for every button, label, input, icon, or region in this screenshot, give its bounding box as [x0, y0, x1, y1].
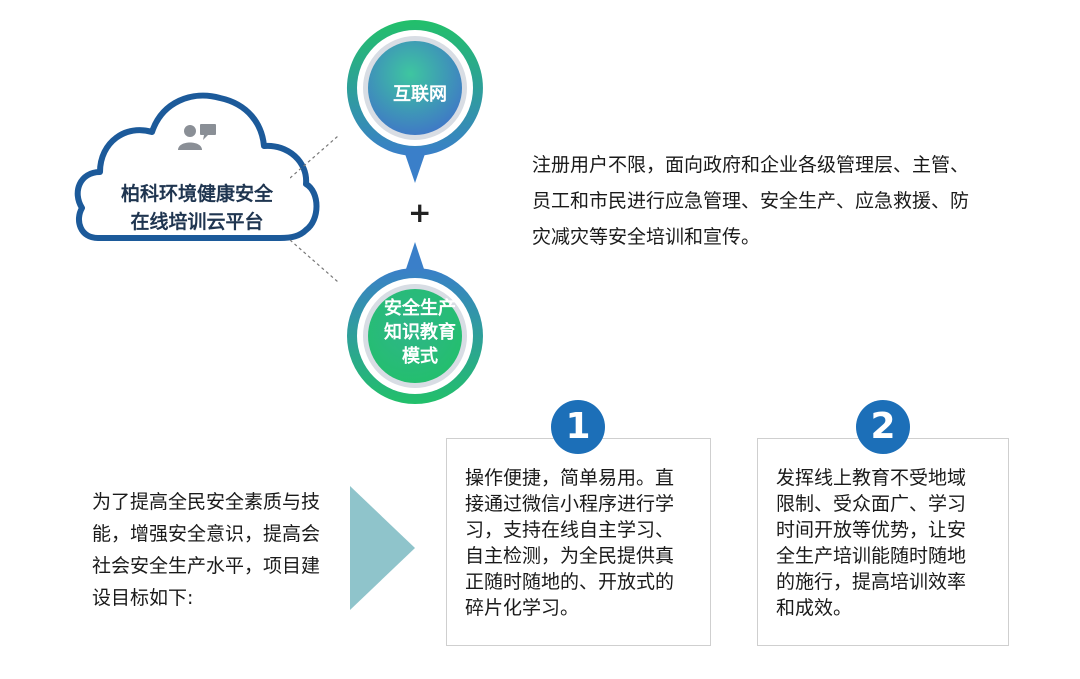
goal-1-line: 习，支持在线自主学习、 [465, 519, 675, 541]
goal-box-2: 发挥线上教育不受地域 限制、受众面广、学习 时间开放等优势，让安 全生产培训能随… [757, 438, 1009, 646]
goal-2-line: 限制、受众面广、学习 [776, 493, 967, 515]
internet-circle [346, 20, 483, 183]
cloud-title-line2: 在线培训云平台 [130, 211, 264, 233]
cloud-shape [74, 92, 320, 241]
goal-1-line: 自主检测，为全民提供真 [465, 545, 675, 567]
description-line: 员工和市民进行应急管理、安全生产、应急救援、防 [532, 190, 970, 212]
goal-box-1: 操作便捷，简单易用。直 接通过微信小程序进行学 习，支持在线自主学习、 自主检测… [446, 438, 711, 646]
safety-knowledge-circle [347, 242, 483, 404]
intro-line: 能，增强安全意识，提高会 [92, 523, 321, 545]
description-line: 灾减灾等安全培训和宣传。 [532, 226, 761, 248]
user-chat-icon [178, 124, 216, 150]
goal-1-line: 接通过微信小程序进行学 [465, 493, 675, 515]
right-arrow-icon [350, 486, 415, 610]
cloud-title: 柏科环境健康安全 在线培训云平台 [92, 180, 302, 236]
platform-description: 注册用户不限，面向政府和企业各级管理层、主管、 员工和市民进行应急管理、安全生产… [532, 147, 1022, 255]
goals-intro: 为了提高全民安全素质与技 能，增强安全意识，提高会 社会安全生产水平，项目建 设… [92, 486, 347, 614]
goal-2-line: 全生产培训能随时随地 [776, 545, 967, 567]
intro-line: 为了提高全民安全素质与技 [92, 491, 321, 513]
goal-1-line: 碎片化学习。 [465, 597, 580, 619]
intro-line: 社会安全生产水平，项目建 [92, 555, 321, 577]
safety-knowledge-line1: 安全生产 [384, 298, 456, 319]
cloud-title-line1: 柏科环境健康安全 [120, 183, 273, 205]
goal-number-badge-2: 2 [856, 400, 910, 454]
goal-2-line: 发挥线上教育不受地域 [776, 467, 967, 489]
goal-1-line: 正随时随地的、开放式的 [465, 571, 675, 593]
safety-knowledge-label: 安全生产 知识教育 模式 [375, 297, 465, 369]
goal-number-badge-1: 1 [551, 400, 605, 454]
goal-2-line: 时间开放等优势，让安 [776, 519, 967, 541]
goal-1-line: 操作便捷，简单易用。直 [465, 467, 675, 489]
safety-knowledge-line2: 知识教育 [384, 322, 456, 343]
description-line: 注册用户不限，面向政府和企业各级管理层、主管、 [532, 154, 970, 176]
safety-knowledge-line3: 模式 [402, 346, 438, 367]
intro-line: 设目标如下: [92, 587, 194, 609]
plus-sign: + [408, 196, 432, 229]
internet-label: 互联网 [393, 84, 447, 105]
dashed-connectors [290, 135, 339, 283]
goal-2-line: 的施行，提高培训效率 [776, 571, 967, 593]
goal-2-line: 和成效。 [776, 597, 853, 619]
